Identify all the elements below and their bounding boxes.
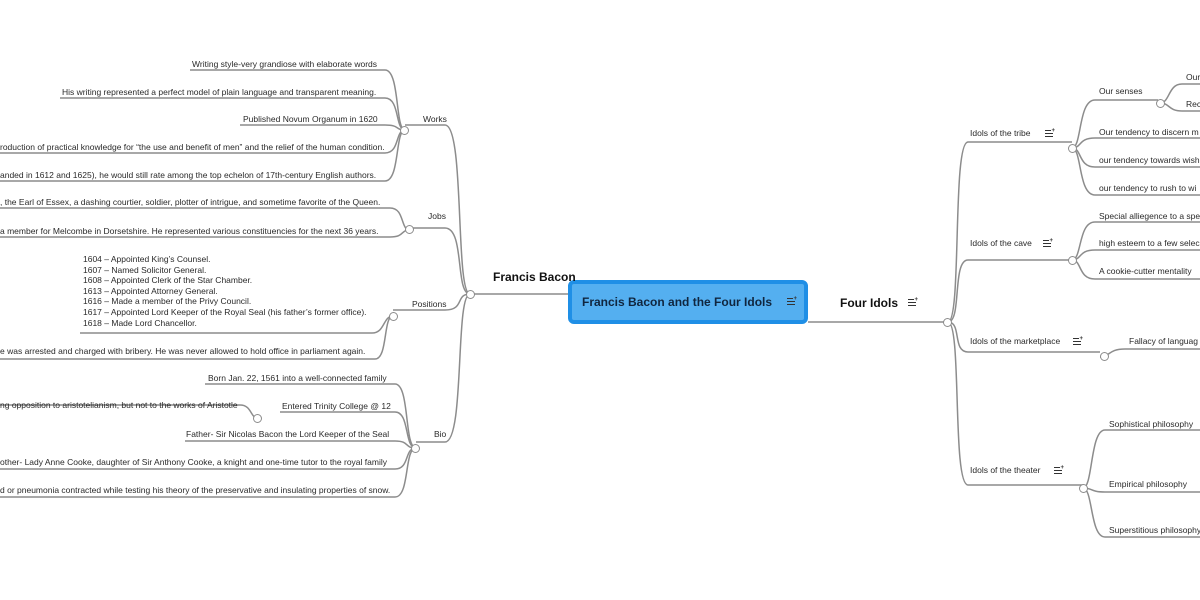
topic-idols-theater[interactable]: Idols of the theater (970, 465, 1041, 475)
topic-jobs[interactable]: Jobs (428, 211, 446, 221)
positions-list-line: 1616 – Made a member of the Privy Counci… (83, 296, 252, 307)
root-title: Francis Bacon and the Four Idols (582, 295, 773, 309)
topic-idols-marketplace[interactable]: Idols of the marketplace (970, 336, 1061, 346)
works-item[interactable]: Writing style-very grandiose with elabor… (192, 59, 378, 69)
positions-list-line: 1618 – Made Lord Chancellor. (83, 317, 197, 328)
collapse-dot[interactable] (389, 312, 398, 321)
collapse-dot[interactable] (1068, 144, 1077, 153)
collapse-dot[interactable] (943, 318, 952, 327)
notes-icon[interactable]: + (908, 297, 918, 307)
notes-icon[interactable]: + (787, 296, 797, 306)
positions-item[interactable]: e was arrested and charged with bribery.… (0, 346, 366, 356)
collapse-dot[interactable] (1156, 99, 1165, 108)
positions-list[interactable]: 1604 – Appointed King’s Counsel. 1607 – … (83, 254, 367, 328)
works-item[interactable]: Published Novum Organum in 1620 (243, 114, 378, 124)
topic-francis-bacon[interactable]: Francis Bacon (493, 270, 576, 284)
collapse-dot[interactable] (1068, 256, 1077, 265)
positions-list-line: 1607 – Named Solicitor General. (83, 264, 207, 275)
collapse-dot[interactable] (411, 444, 420, 453)
collapse-dot[interactable] (405, 225, 414, 234)
tribe-item[interactable]: Our tendency to discern m (1099, 127, 1199, 137)
topic-works[interactable]: Works (423, 114, 447, 124)
tribe-item[interactable]: our tendency to rush to wi (1099, 183, 1197, 193)
collapse-dot[interactable] (253, 414, 262, 423)
notes-icon[interactable]: + (1045, 128, 1055, 138)
works-item[interactable]: anded in 1612 and 1625), he would still … (0, 170, 377, 180)
bio-item[interactable]: d or pneumonia contracted while testing … (0, 485, 391, 495)
bio-item[interactable]: other- Lady Anne Cooke, daughter of Sir … (0, 457, 387, 467)
topic-four-idols[interactable]: Four Idols (840, 296, 898, 310)
cave-item[interactable]: A cookie-cutter mentality (1099, 266, 1192, 276)
collapse-dot[interactable] (400, 126, 409, 135)
positions-list-line: 1613 – Appointed Attorney General. (83, 285, 218, 296)
jobs-item[interactable]: a member for Melcombe in Dorsetshire. He… (0, 226, 379, 236)
collapse-dot[interactable] (1079, 484, 1088, 493)
theater-item[interactable]: Superstitious philosophy (1109, 525, 1200, 535)
works-item[interactable]: His writing represented a perfect model … (62, 87, 377, 97)
positions-list-line: 1608 – Appointed Clerk of the Star Chamb… (83, 275, 253, 286)
topic-bio[interactable]: Bio (434, 429, 447, 439)
theater-item[interactable]: Empirical philosophy (1109, 479, 1187, 489)
works-item[interactable]: roduction of practical knowledge for “th… (0, 142, 385, 152)
positions-list-line: 1617 – Appointed Lord Keeper of the Roya… (83, 306, 367, 317)
topic-idols-tribe[interactable]: Idols of the tribe (970, 128, 1031, 138)
tribe-item[interactable]: our tendency towards wish (1099, 155, 1200, 165)
cave-item[interactable]: high esteem to a few selec (1099, 238, 1200, 248)
bio-item[interactable]: Father- Sir Nicolas Bacon the Lord Keepe… (186, 429, 390, 439)
bio-subitem[interactable]: ng opposition to aristotelianism, but no… (0, 400, 238, 410)
collapse-dot[interactable] (1100, 352, 1109, 361)
theater-item[interactable]: Sophistical philosophy (1109, 419, 1194, 429)
notes-icon[interactable]: + (1043, 238, 1053, 248)
topic-positions[interactable]: Positions (412, 299, 447, 309)
notes-icon[interactable]: + (1054, 465, 1064, 475)
jobs-item[interactable]: , the Earl of Essex, a dashing courtier,… (0, 197, 381, 207)
cave-item[interactable]: Special alliegence to a spe (1099, 211, 1200, 221)
bio-item[interactable]: Born Jan. 22, 1561 into a well-connected… (208, 373, 387, 383)
bio-item[interactable]: Entered Trinity College @ 12 (282, 401, 391, 411)
positions-list-line: 1604 – Appointed King’s Counsel. (83, 254, 211, 264)
collapse-dot[interactable] (466, 290, 475, 299)
senses-item[interactable]: Our (1186, 72, 1200, 82)
senses-item[interactable]: Rec (1186, 99, 1200, 109)
topic-idols-cave[interactable]: Idols of the cave (970, 238, 1032, 248)
marketplace-item[interactable]: Fallacy of languag (1129, 336, 1198, 346)
topic-our-senses[interactable]: Our senses (1099, 86, 1143, 96)
notes-icon[interactable]: + (1073, 336, 1083, 346)
root-topic[interactable]: Francis Bacon and the Four Idols + (568, 280, 808, 324)
